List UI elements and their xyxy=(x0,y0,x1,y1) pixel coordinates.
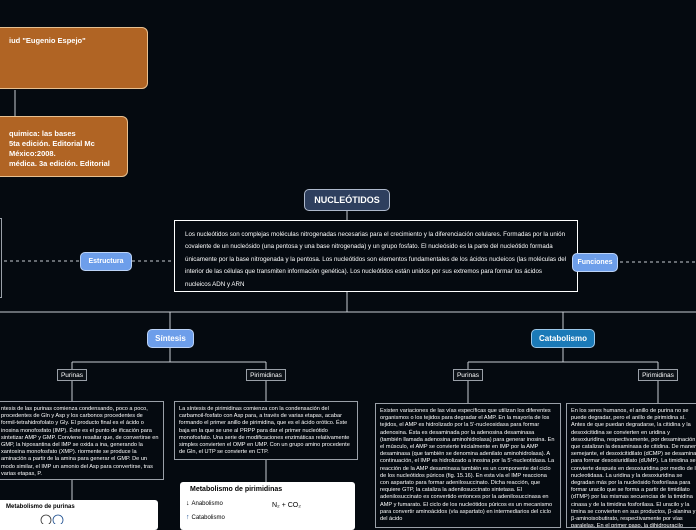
bibliography-line: México:2008. xyxy=(9,149,56,158)
synthesis-pyrimidines-text[interactable]: La síntesis de pirimidinas comienza con … xyxy=(174,401,358,460)
legend-label: Catabolismo xyxy=(191,514,225,521)
purine-catabolism-text: Existen variaciones de las vías específi… xyxy=(380,408,555,523)
bibliography-line: 5ta edición. Editorial Mc xyxy=(9,139,95,148)
definition-box[interactable]: Los nucleótidos son complejas moléculas … xyxy=(174,220,578,292)
bibliography-line: quimica: las bases xyxy=(9,129,76,138)
legend-label: Anabolismo xyxy=(191,500,223,507)
synthesis-node[interactable]: Síntesis xyxy=(147,329,194,348)
tag-label: Purinas xyxy=(456,371,480,379)
institution-label: iud "Eugenio Espejo" xyxy=(9,36,86,45)
molecule-sketch-icon xyxy=(40,514,64,526)
arrow-up-icon: ↑ xyxy=(186,514,190,521)
synthesis-label: Síntesis xyxy=(155,334,186,343)
image-title: Metabolismo de purinas xyxy=(6,504,75,510)
catabolism-node[interactable]: Catabolismo xyxy=(531,329,595,348)
functions-label: Funciones xyxy=(577,259,613,266)
root-topic-label: NUCLEÓTIDOS xyxy=(314,195,380,205)
catabolism-purines-text[interactable]: Existen variaciones de las vías específi… xyxy=(375,403,561,528)
bibliography-line: médica. 3a edición. Editorial xyxy=(9,159,110,168)
structure-label: Estructura xyxy=(88,258,124,265)
pyrimidine-synthesis-text: La síntesis de pirimidinas comienza con … xyxy=(179,406,350,456)
catabolism-pyrimidines-tag[interactable]: Pirimidinas xyxy=(638,369,678,381)
definition-text: Los nucleótidos son complejas moléculas … xyxy=(185,231,567,288)
functions-node[interactable]: Funciones xyxy=(572,253,618,272)
catabolism-pyrimidines-text[interactable]: En los seres humanos, el anillo de purin… xyxy=(566,403,696,528)
pyrimidine-catabolism-text: En los seres humanos, el anillo de purin… xyxy=(571,408,696,528)
purine-metabolism-image: Metabolismo de purinas xyxy=(0,500,158,530)
synthesis-purines-tag[interactable]: Purinas xyxy=(57,369,87,381)
tag-label: Purinas xyxy=(60,371,84,379)
tag-label: Pirimidinas xyxy=(250,371,282,379)
bibliography-box[interactable]: quimica: las bases 5ta edición. Editoria… xyxy=(0,116,128,177)
catabolism-purines-tag[interactable]: Purinas xyxy=(453,369,483,381)
legend-anabolism: ↓ Anabolismo xyxy=(186,498,256,509)
arrow-up-icon: ↓ xyxy=(186,500,190,507)
catabolism-label: Catabolismo xyxy=(538,334,587,343)
synthesis-pyrimidines-tag[interactable]: Pirimidinas xyxy=(246,369,286,381)
structure-detail-box xyxy=(0,218,2,298)
institution-box[interactable]: iud "Eugenio Espejo" xyxy=(0,27,148,89)
synthesis-purines-text[interactable]: ntesis de las purinas comienza condensan… xyxy=(0,401,164,480)
root-topic[interactable]: NUCLEÓTIDOS xyxy=(304,189,390,211)
formula-label: N₂ + CO₂ xyxy=(272,502,301,509)
pyrimidine-metabolism-image: Metabolismo de pirimidinas ↓ Anabolismo … xyxy=(180,482,355,530)
tag-label: Pirimidinas xyxy=(642,371,674,379)
legend-catabolism: ↑ Catabolismo xyxy=(186,512,256,523)
structure-node[interactable]: Estructura xyxy=(80,252,132,271)
image-title: Metabolismo de pirimidinas xyxy=(190,486,283,493)
purine-synthesis-text: ntesis de las purinas comienza condensan… xyxy=(1,406,159,477)
